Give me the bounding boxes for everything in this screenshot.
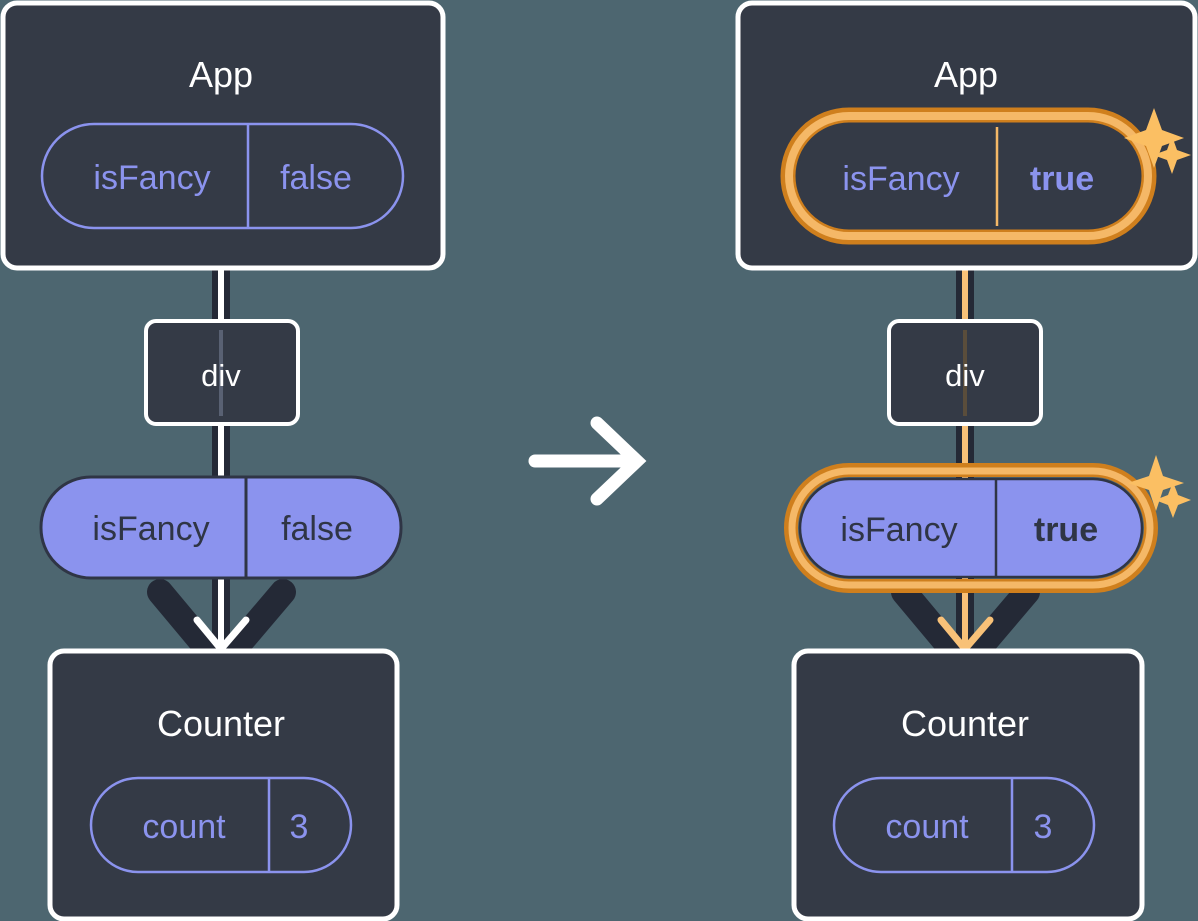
app-state-key-before: isFancy xyxy=(93,159,210,197)
counter-box-before[interactable]: Counter count 3 xyxy=(47,648,400,921)
sparkle-icon-app-after xyxy=(1124,108,1191,174)
app-state-pill-before[interactable]: isFancy false xyxy=(40,122,405,230)
flow-connector-before xyxy=(147,228,296,678)
counter-state-value-before: 3 xyxy=(290,808,309,846)
app-state-pill-after[interactable]: isFancy true xyxy=(780,107,1157,245)
div-label-before: div xyxy=(201,358,241,393)
div-box-after[interactable]: div xyxy=(887,319,1043,426)
counter-title-after: Counter xyxy=(901,703,1029,744)
app-title-before: App xyxy=(189,54,253,95)
prop-pill-key-after: isFancy xyxy=(840,511,957,549)
transition-arrow-icon xyxy=(528,416,647,506)
counter-state-pill-before[interactable]: count 3 xyxy=(89,776,353,874)
counter-state-key-after: count xyxy=(885,808,969,846)
prop-pill-value-before: false xyxy=(281,510,353,548)
counter-box-after[interactable]: Counter count 3 xyxy=(791,648,1145,921)
app-state-value-before: false xyxy=(280,159,352,197)
counter-title-before: Counter xyxy=(157,703,285,744)
prop-pill-before[interactable]: isFancy false xyxy=(39,475,403,580)
prop-pill-value-after: true xyxy=(1034,511,1098,549)
app-state-key-after: isFancy xyxy=(842,160,959,198)
counter-state-pill-after[interactable]: count 3 xyxy=(832,776,1096,874)
sparkle-icon-prop-after xyxy=(1128,455,1191,518)
app-state-value-after: true xyxy=(1030,160,1094,198)
app-box-before[interactable]: App isFancy false xyxy=(0,0,446,271)
flow-connector-after xyxy=(891,228,1040,678)
div-label-after: div xyxy=(945,358,985,393)
prop-pill-after[interactable]: isFancy true xyxy=(784,463,1158,593)
app-title-after: App xyxy=(934,54,998,95)
panel-before: App isFancy false div isFancy xyxy=(0,0,446,921)
counter-state-value-after: 3 xyxy=(1034,808,1053,846)
app-box-after[interactable]: App isFancy true xyxy=(735,0,1198,271)
panel-after: App isFancy true xyxy=(735,0,1198,921)
div-box-before[interactable]: div xyxy=(144,319,300,426)
counter-state-key-before: count xyxy=(142,808,226,846)
prop-pill-key-before: isFancy xyxy=(92,510,209,548)
